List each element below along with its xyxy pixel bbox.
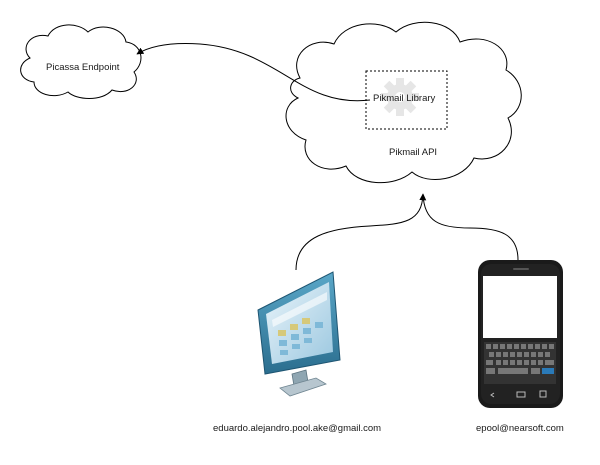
library-to-picassa-arrow [136, 43, 371, 102]
phone-to-api-arrow [422, 193, 519, 261]
desktop-monitor-icon [257, 271, 341, 397]
desktop-to-api-arrow [295, 193, 427, 271]
pikmail-api-label: Pikmail API [389, 147, 438, 158]
android-phone-icon [478, 260, 563, 408]
desktop-user-email: eduardo.alejandro.pool.ake@gmail.com [213, 423, 382, 434]
picassa-endpoint-label: Picassa Endpoint [46, 62, 120, 73]
mobile-user-email: epool@nearsoft.com [476, 423, 564, 434]
picassa-cloud [20, 24, 142, 99]
pikmail-library-label: Pikmail Library [373, 93, 436, 104]
